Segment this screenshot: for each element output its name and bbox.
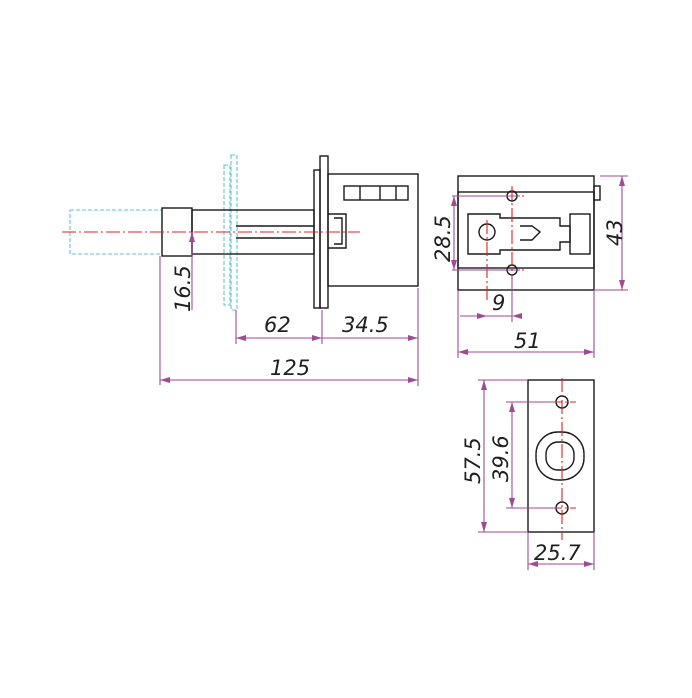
dim-arrow [528, 561, 538, 567]
dim-arrow [458, 349, 468, 355]
dim-39-6-label: 39.6 [489, 435, 513, 482]
case-slot [343, 185, 409, 201]
side-view: 16.5 62 34.5 125 [62, 154, 419, 386]
end-spring-block [569, 213, 591, 255]
end-view: 28.5 43 9 51 [431, 175, 628, 358]
dim-arrow [451, 196, 457, 206]
strike-pocket-inner [545, 441, 575, 471]
dim-arrow [584, 561, 594, 567]
latch-cam [328, 213, 347, 249]
dim-arrow [312, 335, 322, 341]
end-tab [593, 185, 601, 201]
dim-43-label: 43 [603, 219, 627, 246]
dim-arrow [509, 498, 515, 508]
dim-arrow [509, 402, 515, 412]
dim-9-label: 9 [492, 291, 505, 315]
end-cam-detail [520, 225, 542, 241]
dim-57-5-label: 57.5 [461, 437, 485, 484]
dim-arrow [408, 335, 418, 341]
strike-plate [527, 379, 595, 533]
dim-28-5-label: 28.5 [431, 215, 455, 262]
dim-16-5-label: 16.5 [171, 265, 195, 312]
end-bolt-mechanism [467, 213, 571, 255]
dim-125-label: 125 [270, 356, 310, 380]
dim-62-label: 62 [264, 313, 291, 337]
latch-case [327, 173, 419, 287]
dim-arrow [481, 522, 487, 532]
end-inner-frame [457, 191, 595, 269]
dim-arrow [408, 377, 418, 383]
strike-plate-view: 57.5 39.6 25.7 [461, 378, 595, 570]
latch-cam-inner [334, 217, 343, 245]
dim-arrow [481, 380, 487, 390]
dim-51-label: 51 [514, 329, 541, 353]
door-plate-phantom-a [223, 164, 231, 306]
dim-arrow [160, 377, 170, 383]
strike-pocket-outer [535, 431, 585, 481]
dim-arrow [512, 313, 522, 319]
dim-34-5-label: 34.5 [342, 313, 389, 337]
dim-arrow [584, 349, 594, 355]
dim-arrow [236, 335, 246, 341]
dim-arrow [189, 232, 195, 242]
dim-arrow [619, 280, 625, 290]
dim-arrow [619, 176, 625, 186]
dim-arrow [477, 313, 487, 319]
dim-25-7-label: 25.7 [534, 541, 581, 565]
door-plate-phantom-b [230, 154, 238, 311]
dim-arrow [451, 260, 457, 270]
faceplate [313, 169, 321, 309]
